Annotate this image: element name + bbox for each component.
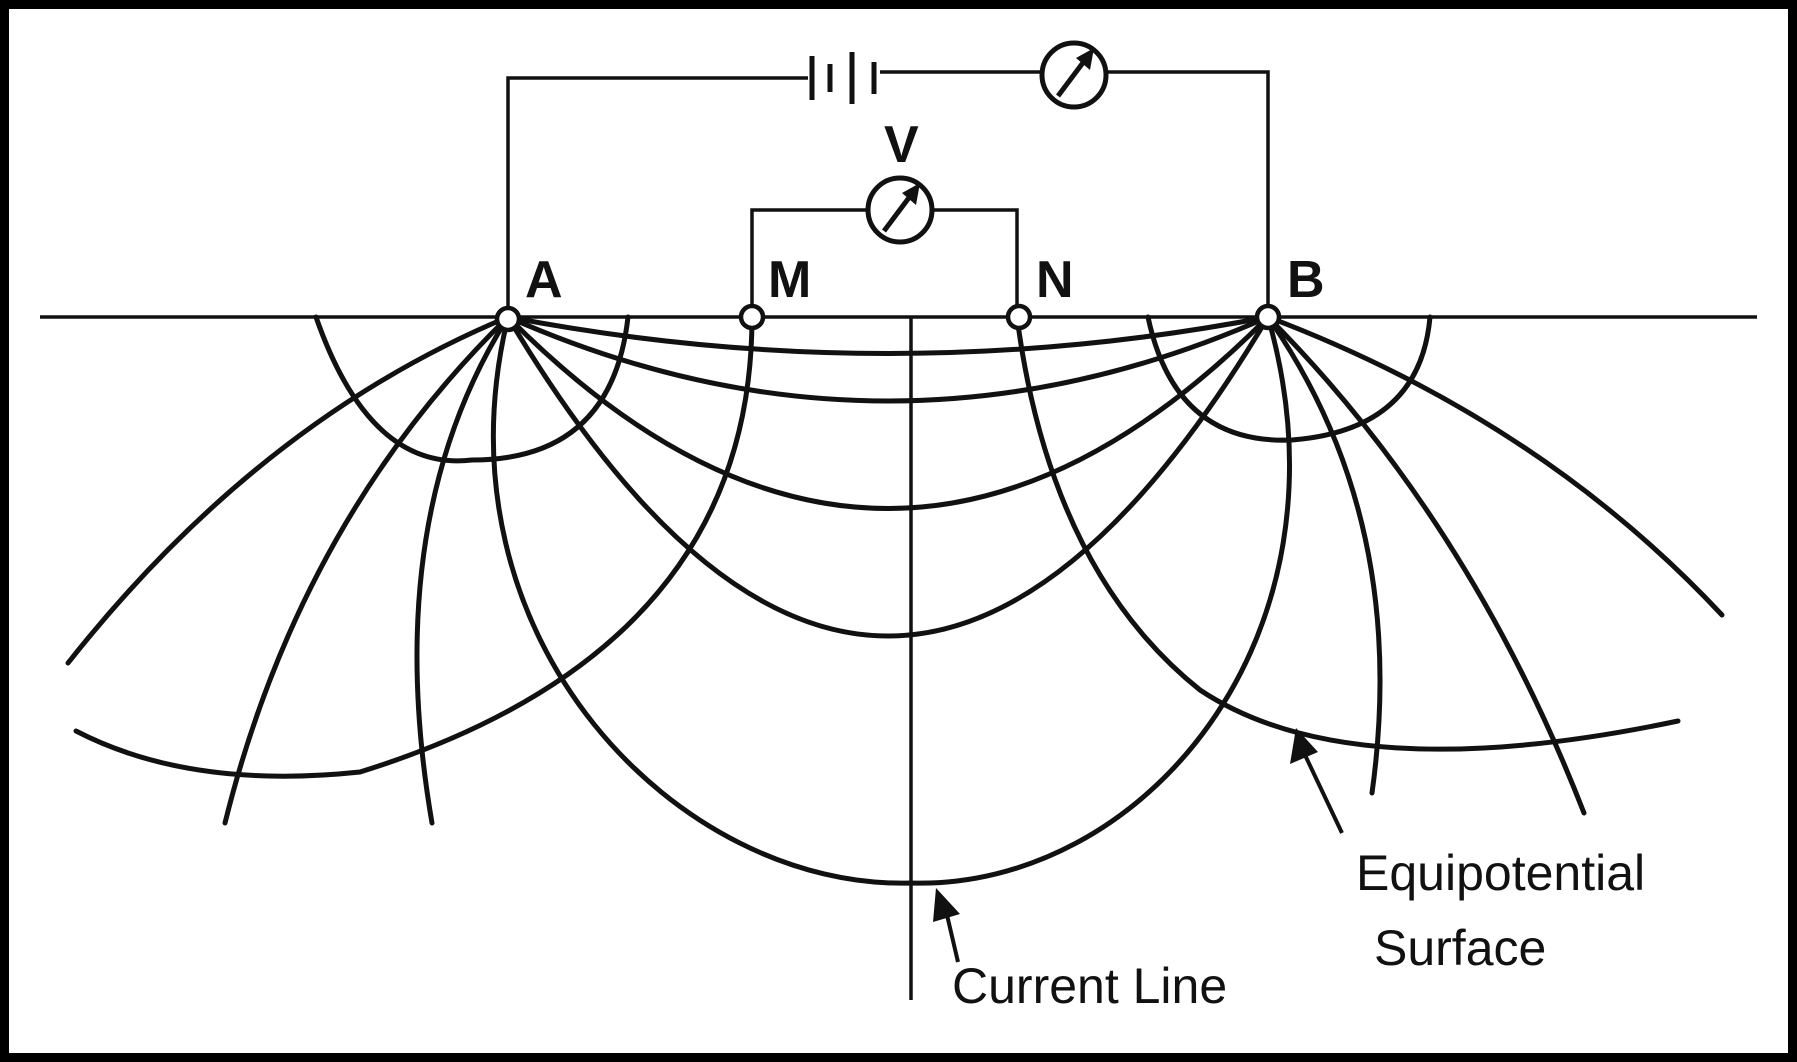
- label-equipotential-line1: Equipotential: [1356, 845, 1645, 901]
- electrode-m: [738, 303, 766, 331]
- battery-icon: [809, 52, 877, 104]
- current-line: [222, 314, 511, 826]
- label-equipotential-line2: Surface: [1374, 920, 1546, 976]
- label-current-line: Current Line: [952, 958, 1227, 1014]
- electrode-a: [494, 305, 522, 333]
- voltmeter-icon: [865, 175, 935, 245]
- label-n: N: [1036, 251, 1074, 309]
- current-line: [490, 314, 1292, 886]
- equipotential-arrow: [1290, 728, 1344, 834]
- current-line: [505, 314, 1271, 639]
- label-b: B: [1287, 251, 1325, 309]
- current-line: [1265, 314, 1725, 618]
- equipotential-surface: [73, 314, 755, 779]
- label-a: A: [525, 251, 563, 309]
- current-line-arrow: [933, 888, 960, 963]
- equipotential-surface: [1014, 314, 1681, 752]
- current-line: [1265, 314, 1587, 816]
- current-line: [505, 314, 1271, 356]
- electrode-b: [1254, 303, 1282, 331]
- label-m: M: [768, 251, 811, 309]
- equipotential-surface: [1145, 314, 1433, 443]
- ammeter-icon: [1039, 40, 1109, 110]
- current-line: [505, 314, 1271, 511]
- current-line: [1265, 314, 1383, 796]
- potential-circuit-wire: [750, 208, 1019, 317]
- current-circuit-wire: [506, 70, 1270, 317]
- electrode-n: [1005, 303, 1033, 331]
- current-line: [414, 314, 511, 826]
- label-voltmeter: V: [884, 116, 919, 174]
- current-line: [65, 314, 511, 666]
- equipotential-surface: [313, 314, 631, 464]
